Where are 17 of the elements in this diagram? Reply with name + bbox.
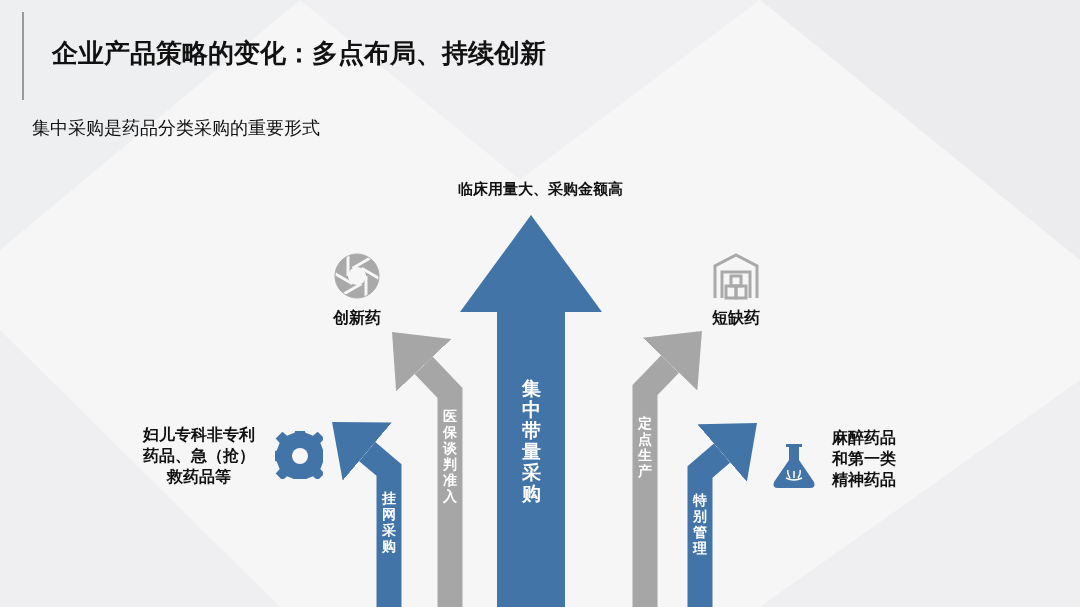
- arrow: [332, 421, 402, 607]
- arrow-label: 挂网采购: [381, 490, 397, 554]
- category-label: 临床用量大、采购金额高: [456, 180, 624, 200]
- title: 企业产品策略的变化：多点布局、持续创新: [52, 37, 546, 70]
- category-label: 妇儿专科非专利药品、急（抢）救药品等: [141, 425, 256, 488]
- arrow-label: 医保谈判准入: [442, 408, 458, 504]
- arrow-label: 集中带量采购: [520, 378, 542, 504]
- subtitle: 集中采购是药品分类采购的重要形式: [32, 116, 320, 140]
- arrow: [687, 423, 757, 607]
- category-label: 短缺药: [711, 308, 761, 329]
- arrow: [460, 215, 602, 607]
- category-label: 创新药: [332, 308, 382, 329]
- category-label: 麻醉药品和第一类精神药品: [832, 428, 897, 491]
- arrow: [632, 331, 702, 607]
- arrow-label: 定点生产: [637, 415, 653, 479]
- arrow-label: 特别管理: [692, 492, 708, 556]
- arrow: [392, 331, 463, 607]
